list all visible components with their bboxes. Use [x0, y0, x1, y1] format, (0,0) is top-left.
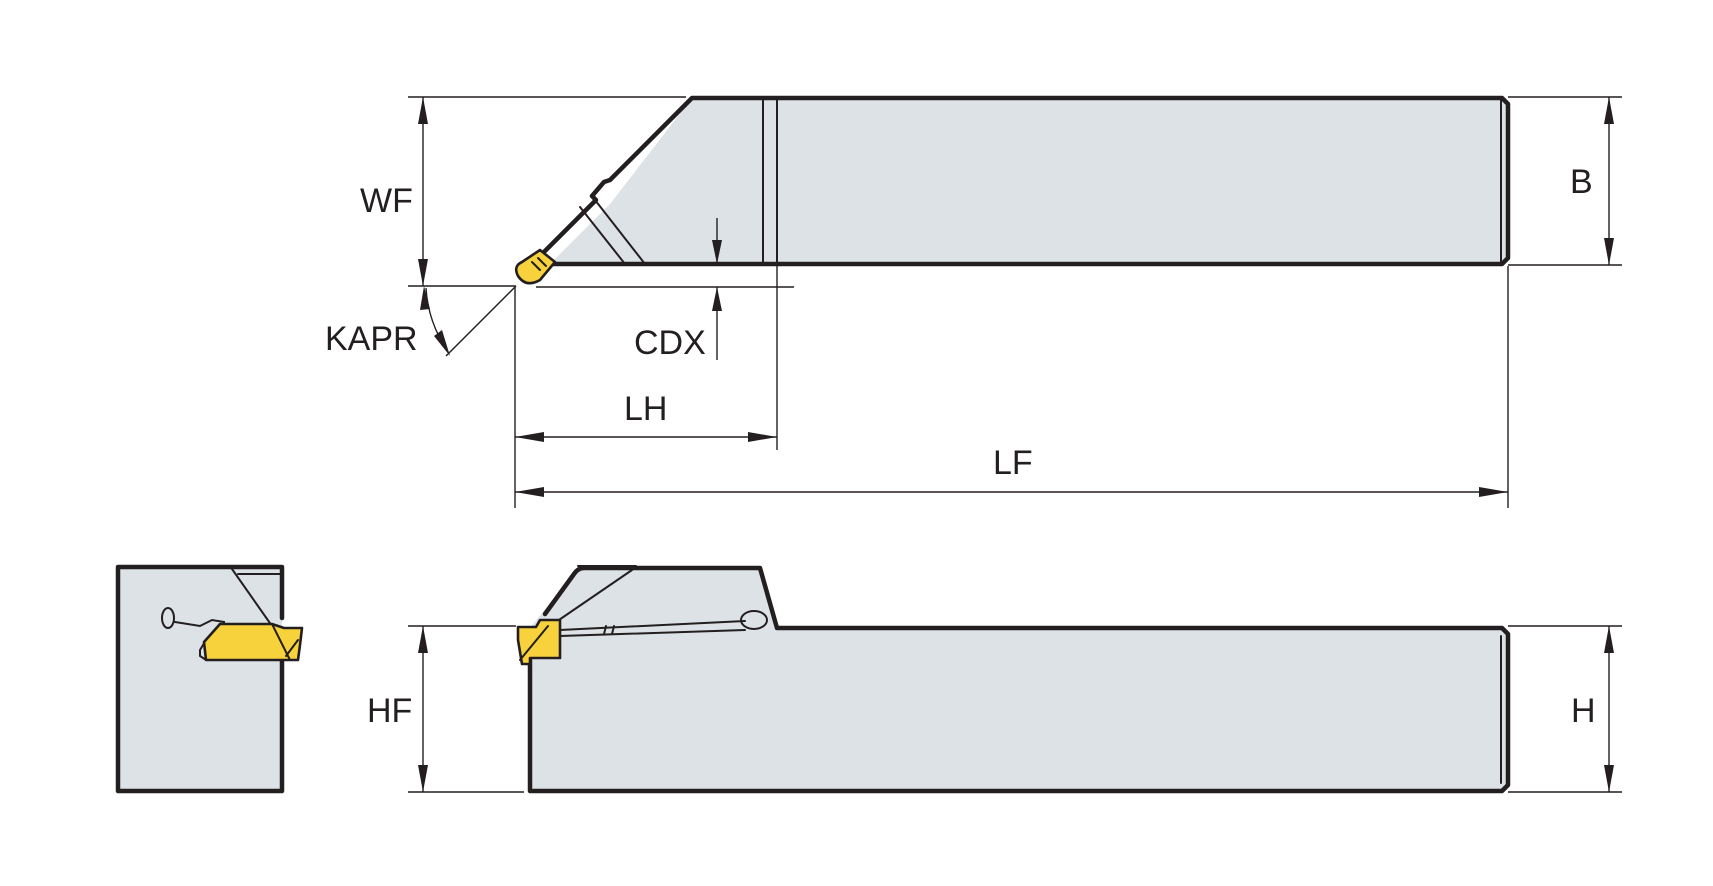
lf-arrow-left — [515, 487, 544, 497]
cdx-label: CDX — [634, 324, 706, 362]
cdx-arrow-bottom — [712, 287, 722, 311]
b-arrow-top — [1604, 97, 1614, 124]
hf-arrow-bottom — [418, 765, 428, 792]
b-arrow-bottom — [1604, 238, 1614, 265]
lh-label: LH — [624, 390, 667, 428]
lh-arrow-right — [748, 432, 777, 442]
h-label: H — [1571, 692, 1596, 730]
side-view-outline — [527, 565, 1511, 794]
top-dimensions: WF KAPR CDX LH LF B — [325, 96, 1622, 508]
side-insert-detail-1 — [519, 625, 549, 661]
kapr-label: KAPR — [325, 320, 418, 358]
lh-arrow-left — [515, 432, 544, 442]
kapr-arrow-bottom — [434, 330, 450, 356]
top-pocket-line-2 — [594, 199, 646, 265]
hf-arrow-top — [418, 626, 428, 653]
wf-label: WF — [360, 182, 413, 220]
side-clamp-lever — [559, 620, 746, 637]
kapr-reference-line — [445, 285, 517, 357]
kapr-arrow-top — [420, 286, 430, 310]
side-insert-detail-2 — [603, 625, 607, 635]
end-insert-detail-2 — [285, 639, 299, 657]
top-pocket-line-1 — [579, 206, 626, 265]
b-label: B — [1570, 163, 1593, 201]
end-view — [115, 564, 304, 794]
end-pocket-line-1 — [231, 568, 273, 627]
lf-label: LF — [993, 444, 1033, 482]
side-view-insert — [516, 618, 562, 666]
top-insert-detail-1 — [537, 257, 547, 267]
top-view-body — [550, 98, 1508, 264]
side-view — [516, 565, 1511, 794]
side-insert-detail-3 — [611, 625, 615, 635]
wf-arrow-top — [418, 97, 428, 124]
h-arrow-top — [1604, 626, 1614, 653]
top-insert-detail-2 — [531, 261, 541, 271]
end-view-body — [118, 567, 282, 791]
wf-arrow-bottom — [418, 259, 428, 286]
end-view-outline — [115, 564, 285, 794]
top-view — [514, 95, 1511, 285]
h-arrow-bottom — [1604, 765, 1614, 792]
top-view-outline — [537, 95, 1511, 267]
side-clamp-screw — [740, 610, 768, 630]
side-view-body — [530, 568, 1508, 791]
hf-label: HF — [367, 692, 412, 730]
cdx-arrow-top — [712, 240, 722, 264]
lf-arrow-right — [1479, 487, 1508, 497]
side-pocket-line-2 — [555, 569, 633, 623]
end-clamp-hole — [161, 607, 175, 629]
side-dimensions: HF H — [367, 625, 1622, 793]
